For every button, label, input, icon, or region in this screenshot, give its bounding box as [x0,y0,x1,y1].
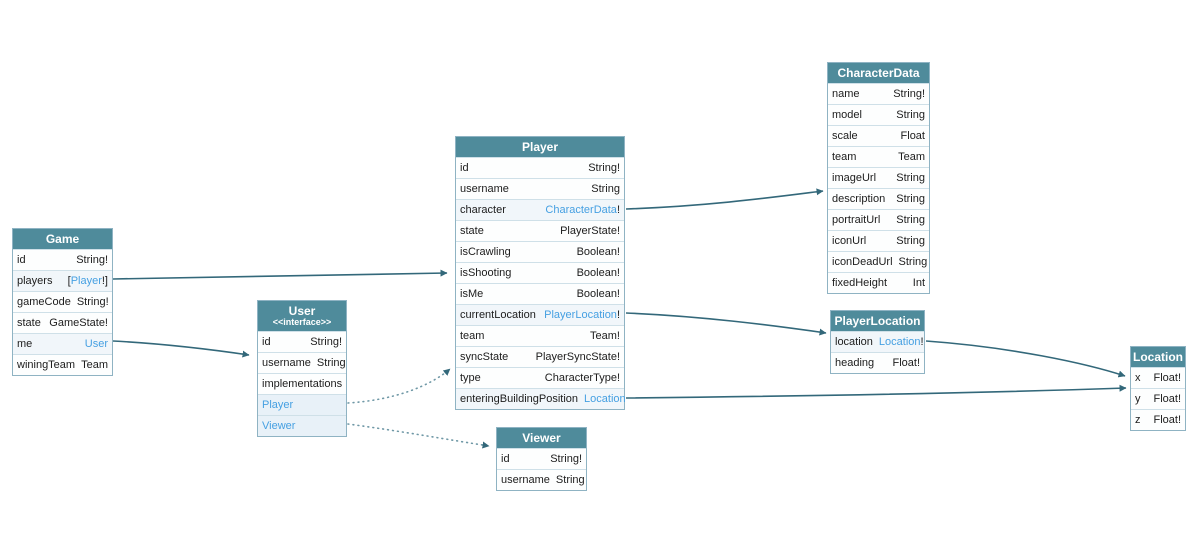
field-row-game-players[interactable]: players[Player!] [13,270,112,291]
type-node-title-game: Game [13,229,112,249]
edge-player-currentlocation-to-playerlocation [625,312,827,336]
section-row-user-implementations: implementations [258,373,346,394]
implementation-row-user-player[interactable]: Player [258,394,346,415]
type-node-title-characterData: CharacterData [828,63,929,83]
edge-game-me-to-user [112,340,250,358]
edge-player-enteringbuildingposition-to-location [625,384,1127,399]
edge-playerlocation-location-to-location [925,340,1126,378]
type-node-title-location: Location [1131,347,1185,367]
type-node-title-playerLocation: PlayerLocation [831,311,924,331]
edge-user-impl-player [347,368,451,404]
edge-game-players-to-player [112,269,448,280]
type-node-title-player: Player [456,137,624,157]
edge-player-character-to-characterdata [625,188,824,210]
interface-stereotype-label: <<interface>> [272,317,332,327]
implementation-row-user-viewer[interactable]: Viewer [258,415,346,436]
edge-user-impl-viewer [347,423,490,449]
type-node-title-user: User<<interface>> [258,301,346,331]
type-node-title-viewer: Viewer [497,428,586,448]
